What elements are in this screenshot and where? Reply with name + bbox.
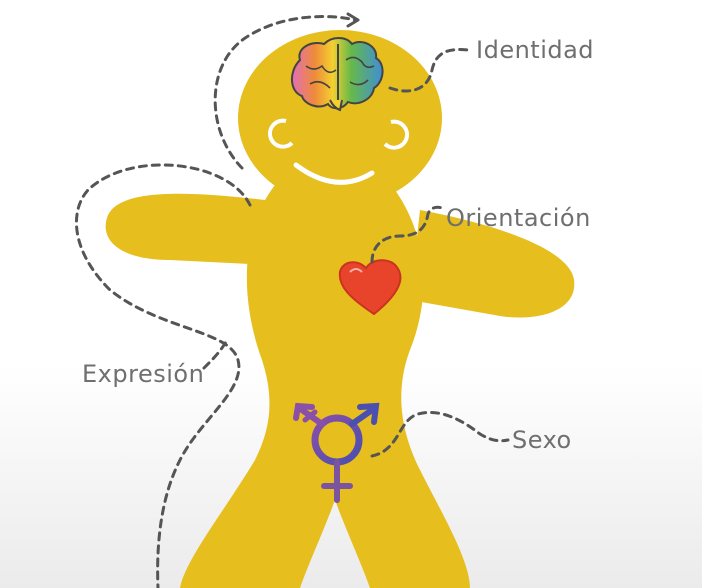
figure	[105, 30, 575, 588]
connectors	[74, 12, 510, 588]
transgender-symbol-icon	[293, 402, 380, 503]
label-orientacion: Orientación	[446, 204, 591, 232]
smile	[293, 162, 375, 185]
label-sexo: Sexo	[512, 426, 572, 454]
right-eye	[383, 119, 410, 150]
heart-icon	[338, 259, 402, 316]
left-arm	[105, 193, 270, 265]
face	[267, 118, 410, 185]
right-arm	[410, 210, 575, 318]
rainbow-brain-icon	[291, 37, 384, 112]
head	[238, 30, 442, 206]
label-expresion: Expresión	[82, 360, 204, 388]
label-identidad: Identidad	[476, 36, 594, 64]
left-eye	[267, 118, 294, 149]
